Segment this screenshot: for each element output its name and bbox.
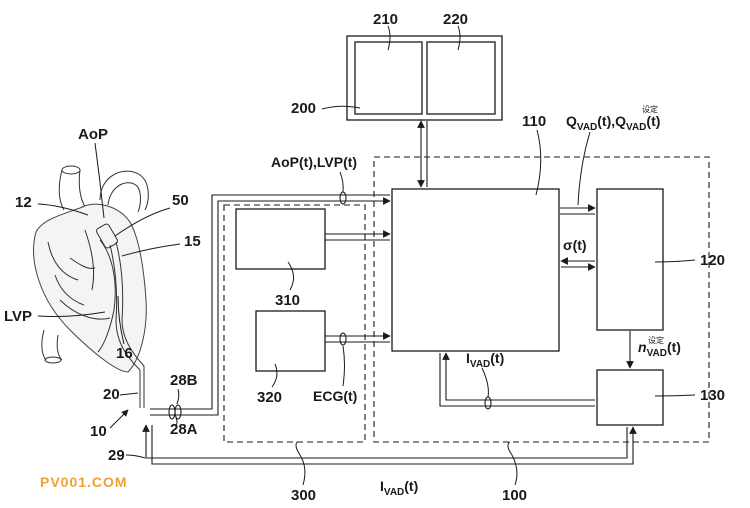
signal-sigma: σ(t): [563, 237, 587, 253]
display-screen-220: [426, 41, 496, 115]
label-320: 320: [257, 389, 282, 406]
label-29: 29: [108, 447, 125, 464]
label-300: 300: [291, 487, 316, 504]
box-120: [596, 188, 664, 331]
signal-n-superscript: 设定: [648, 335, 664, 345]
label-200: 200: [291, 100, 316, 117]
box-320: [255, 310, 326, 372]
label-310: 310: [275, 292, 300, 309]
signal-q: QVAD(t),QVAD(t): [566, 113, 660, 133]
label-aop: AoP: [78, 126, 108, 143]
signal-q-superscript: 设定: [642, 104, 658, 114]
signal-ecg: ECG(t): [313, 388, 357, 404]
label-28B: 28B: [170, 372, 198, 389]
controller-box-110: [391, 188, 560, 352]
label-16: 16: [116, 345, 133, 362]
signal-n: nVAD(t): [638, 339, 681, 359]
label-100: 100: [502, 487, 527, 504]
label-15: 15: [184, 233, 201, 250]
label-120: 120: [700, 252, 725, 269]
label-12: 12: [15, 194, 32, 211]
controller-boundary-100: [373, 156, 710, 443]
label-50: 50: [172, 192, 189, 209]
label-210: 210: [373, 11, 398, 28]
label-10: 10: [90, 423, 107, 440]
label-lvp: LVP: [4, 308, 32, 325]
signal-i-internal: IVAD(t): [466, 350, 504, 370]
display-unit-box: [346, 35, 503, 121]
label-130: 130: [700, 387, 725, 404]
signal-i-output: IVAD(t): [380, 478, 418, 498]
label-220: 220: [443, 11, 468, 28]
label-110: 110: [522, 113, 546, 130]
label-28A: 28A: [170, 421, 198, 438]
watermark: PV001.COM: [40, 474, 128, 490]
heart-illustration: [33, 165, 149, 408]
sensor-boundary-300: [223, 204, 366, 443]
label-20: 20: [103, 386, 120, 403]
signal-aop-lvp: AoP(t),LVP(t): [271, 154, 357, 170]
display-screen-210: [354, 41, 423, 115]
box-310: [235, 208, 326, 270]
box-130: [596, 369, 664, 426]
